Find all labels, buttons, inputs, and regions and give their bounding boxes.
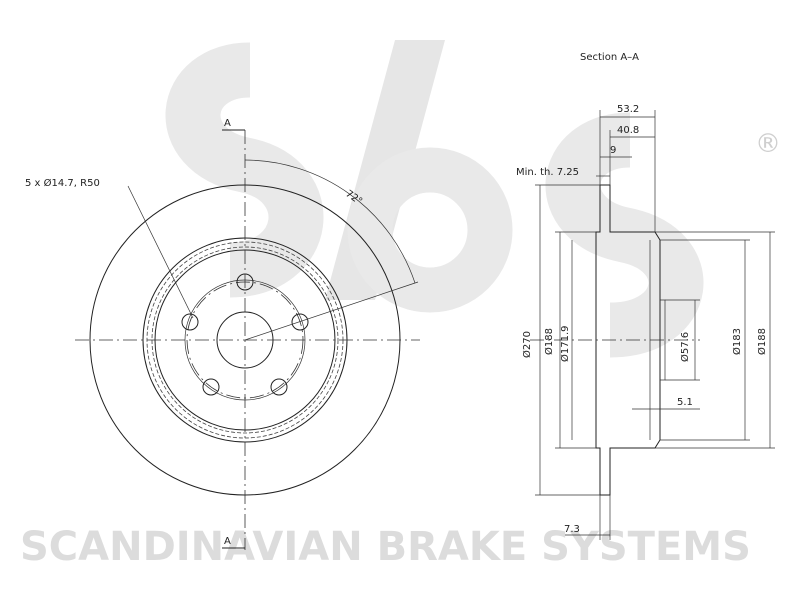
dim-hub-thickness: 5.1	[677, 397, 693, 408]
bolt-hole	[291, 313, 309, 331]
dim-outer-diameter: Ø270	[521, 331, 533, 358]
registered-mark: ®	[755, 129, 781, 159]
bolt-hole-note: 5 x Ø14.7, R50	[25, 177, 100, 189]
dim-inner-friction-diameter: Ø171.9	[559, 326, 571, 363]
company-watermark: SCANDINAVIAN BRAKE SYSTEMS	[20, 524, 751, 570]
dim-disc-thickness: 7.3	[564, 524, 580, 535]
dim-hub-outer: Ø188	[756, 328, 768, 355]
angle-arc	[244, 159, 416, 284]
dim-overall-height: 53.2	[617, 104, 639, 115]
dim-center-bore: Ø57.6	[679, 332, 691, 362]
bolt-hole	[181, 313, 199, 331]
section-marker-top: A	[224, 118, 231, 129]
front-view: A A 72° 5 x Ø14.7, R50	[25, 118, 420, 550]
sbs-watermark-logo	[165, 40, 704, 358]
section-view: Section A–A 53.2 40.8 9 Min. th. 7.25 Ø2…	[516, 52, 775, 540]
dim-friction-diameter: Ø188	[543, 328, 555, 355]
dim-hub-height: 40.8	[617, 125, 639, 136]
dim-hub-diameter: Ø183	[731, 328, 743, 355]
disc-section-profile	[595, 184, 661, 496]
bolt-hole	[270, 378, 288, 396]
dim-min-thickness: Min. th. 7.25	[516, 167, 579, 178]
section-marker-bottom: A	[224, 536, 231, 547]
section-title: Section A–A	[580, 52, 639, 63]
sbs-logo-text: sbs	[0, 0, 2, 1]
bolt-hole	[202, 378, 220, 396]
dim-offset: 9	[610, 145, 616, 156]
